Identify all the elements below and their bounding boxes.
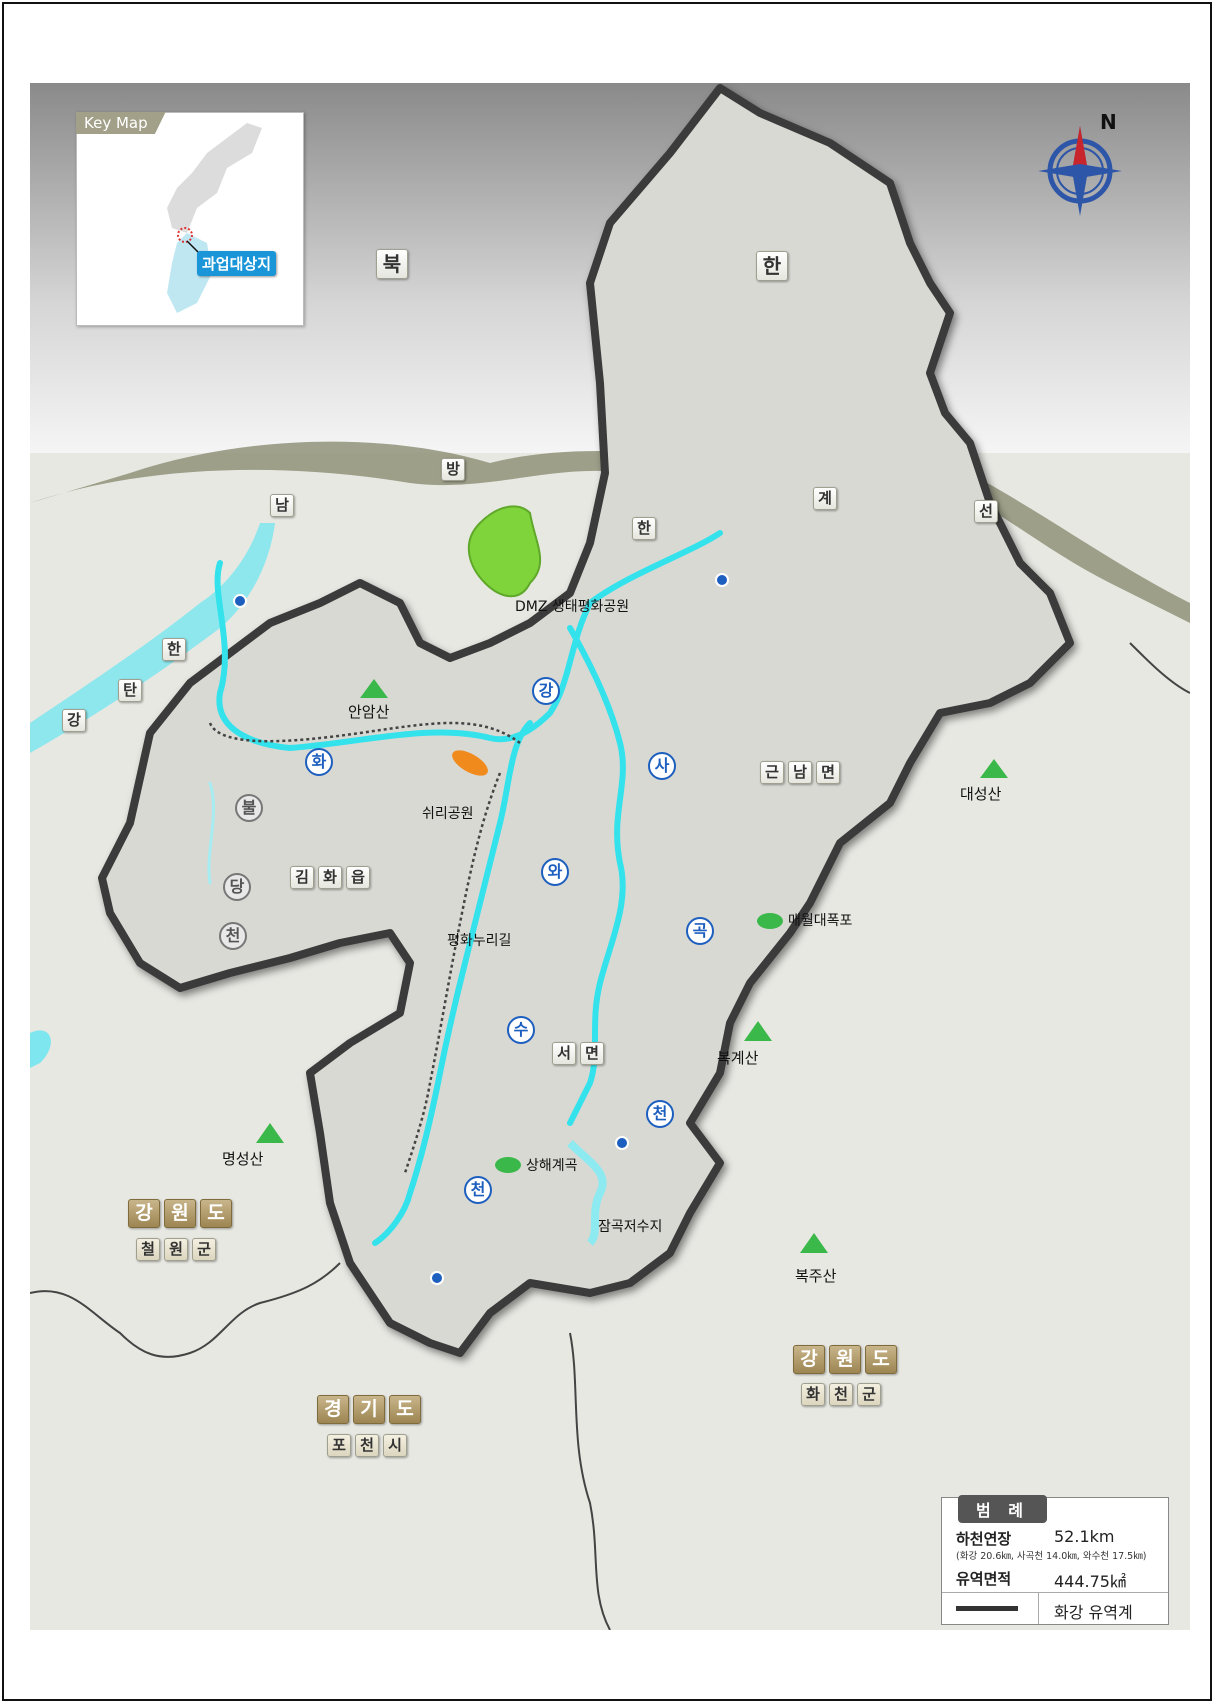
key-map-graphic (167, 123, 262, 313)
label-north-korea-1: 북 (376, 249, 408, 279)
label-sanghae-valley: 상해계곡 (526, 1158, 578, 1174)
label-daeseong-mountain: 대성산 (960, 785, 1002, 803)
legend-length-value: 52.1km (1054, 1527, 1115, 1546)
legend-title: 범 례 (958, 1495, 1048, 1523)
legend-length-label: 하천연장 (956, 1530, 1012, 1548)
legend-column-divider (1038, 1592, 1039, 1624)
label-wasu-3: 천 (464, 1176, 492, 1204)
label-dmz-2: 방 (441, 458, 465, 481)
legend-divider (942, 1592, 1168, 1593)
label-dmz-4: 계 (813, 487, 837, 510)
dmz-park-area (467, 505, 542, 598)
gauge-stations (233, 573, 729, 1285)
label-anam-mountain: 안암산 (348, 703, 390, 721)
legend-area-label: 유역면적 (956, 1570, 1012, 1588)
label-dmz-1: 남 (270, 494, 294, 517)
label-bokgye-mountain: 복계산 (717, 1049, 759, 1067)
basin-boundary (98, 84, 1074, 1357)
label-dmz-5: 선 (974, 500, 998, 523)
river-fragment (30, 1030, 51, 1068)
legend-area-value: 444.75㎢ (1054, 1572, 1126, 1591)
label-buldang-2: 당 (223, 873, 251, 901)
jamgok-reservoir (567, 1140, 607, 1246)
compass-icon (1038, 126, 1122, 216)
label-peace-trail: 평화누리길 (447, 933, 512, 949)
label-hantan-2: 탄 (118, 679, 142, 702)
label-bokju-mountain: 복주산 (795, 1267, 837, 1285)
label-hantan-1: 한 (162, 638, 186, 661)
sagokcheon-river (567, 625, 626, 1126)
label-hantan-3: 강 (62, 709, 86, 732)
label-sagok-2: 곡 (686, 917, 714, 945)
label-maewol-falls: 매월대폭포 (788, 913, 853, 929)
rivers (207, 530, 723, 1246)
label-hwagang-2: 강 (532, 677, 560, 705)
wasucheon-river (372, 720, 533, 1246)
label-dmz-3: 한 (632, 517, 656, 540)
hantan-river (30, 523, 275, 753)
label-sagok-3: 천 (646, 1100, 674, 1128)
hwagang-river (214, 560, 593, 752)
legend-boundary-swatch (956, 1606, 1018, 1611)
map-graphic (30, 83, 1190, 1630)
map-legend: 범 례 하천연장 52.1km (화강 20.6㎞, 사곡천 14.0㎞, 와수… (941, 1495, 1169, 1625)
label-jamgok-reservoir: 잠곡저수지 (598, 1219, 663, 1235)
legend-length-note: (화강 20.6㎞, 사곡천 14.0㎞, 와수천 17.5㎞) (956, 1551, 1147, 1562)
label-north-korea-2: 한 (756, 251, 788, 281)
label-wasu-2: 수 (507, 1016, 535, 1044)
legend-boundary-label: 화강 유역계 (1054, 1603, 1133, 1622)
key-map: Key Map 과업대상지 (76, 112, 304, 326)
label-myeongseong-mountain: 명성산 (222, 1150, 264, 1168)
hwagang-upper (587, 530, 723, 606)
swiri-park-area (452, 750, 488, 776)
peace-trail-path (208, 721, 521, 1174)
label-buldang-1: 불 (235, 794, 263, 822)
key-map-title: Key Map (76, 112, 166, 134)
label-sagok-1: 사 (648, 752, 676, 780)
basin-map (30, 83, 1190, 1630)
admin-boundaries (30, 642, 1190, 1630)
label-swiri-park: 쉬리공원 (422, 806, 474, 822)
buldangcheon-river (207, 781, 216, 885)
label-dmz-park: DMZ 생태평화공원 (515, 599, 630, 615)
label-hwagang-1: 화 (305, 748, 333, 776)
compass-north-label: N (1100, 110, 1117, 134)
mountain-icons (256, 679, 1008, 1253)
label-buldang-3: 천 (219, 922, 247, 950)
valley-icons (495, 913, 783, 1173)
label-wasu-1: 와 (541, 858, 569, 886)
key-map-target-tag: 과업대상지 (197, 251, 277, 276)
